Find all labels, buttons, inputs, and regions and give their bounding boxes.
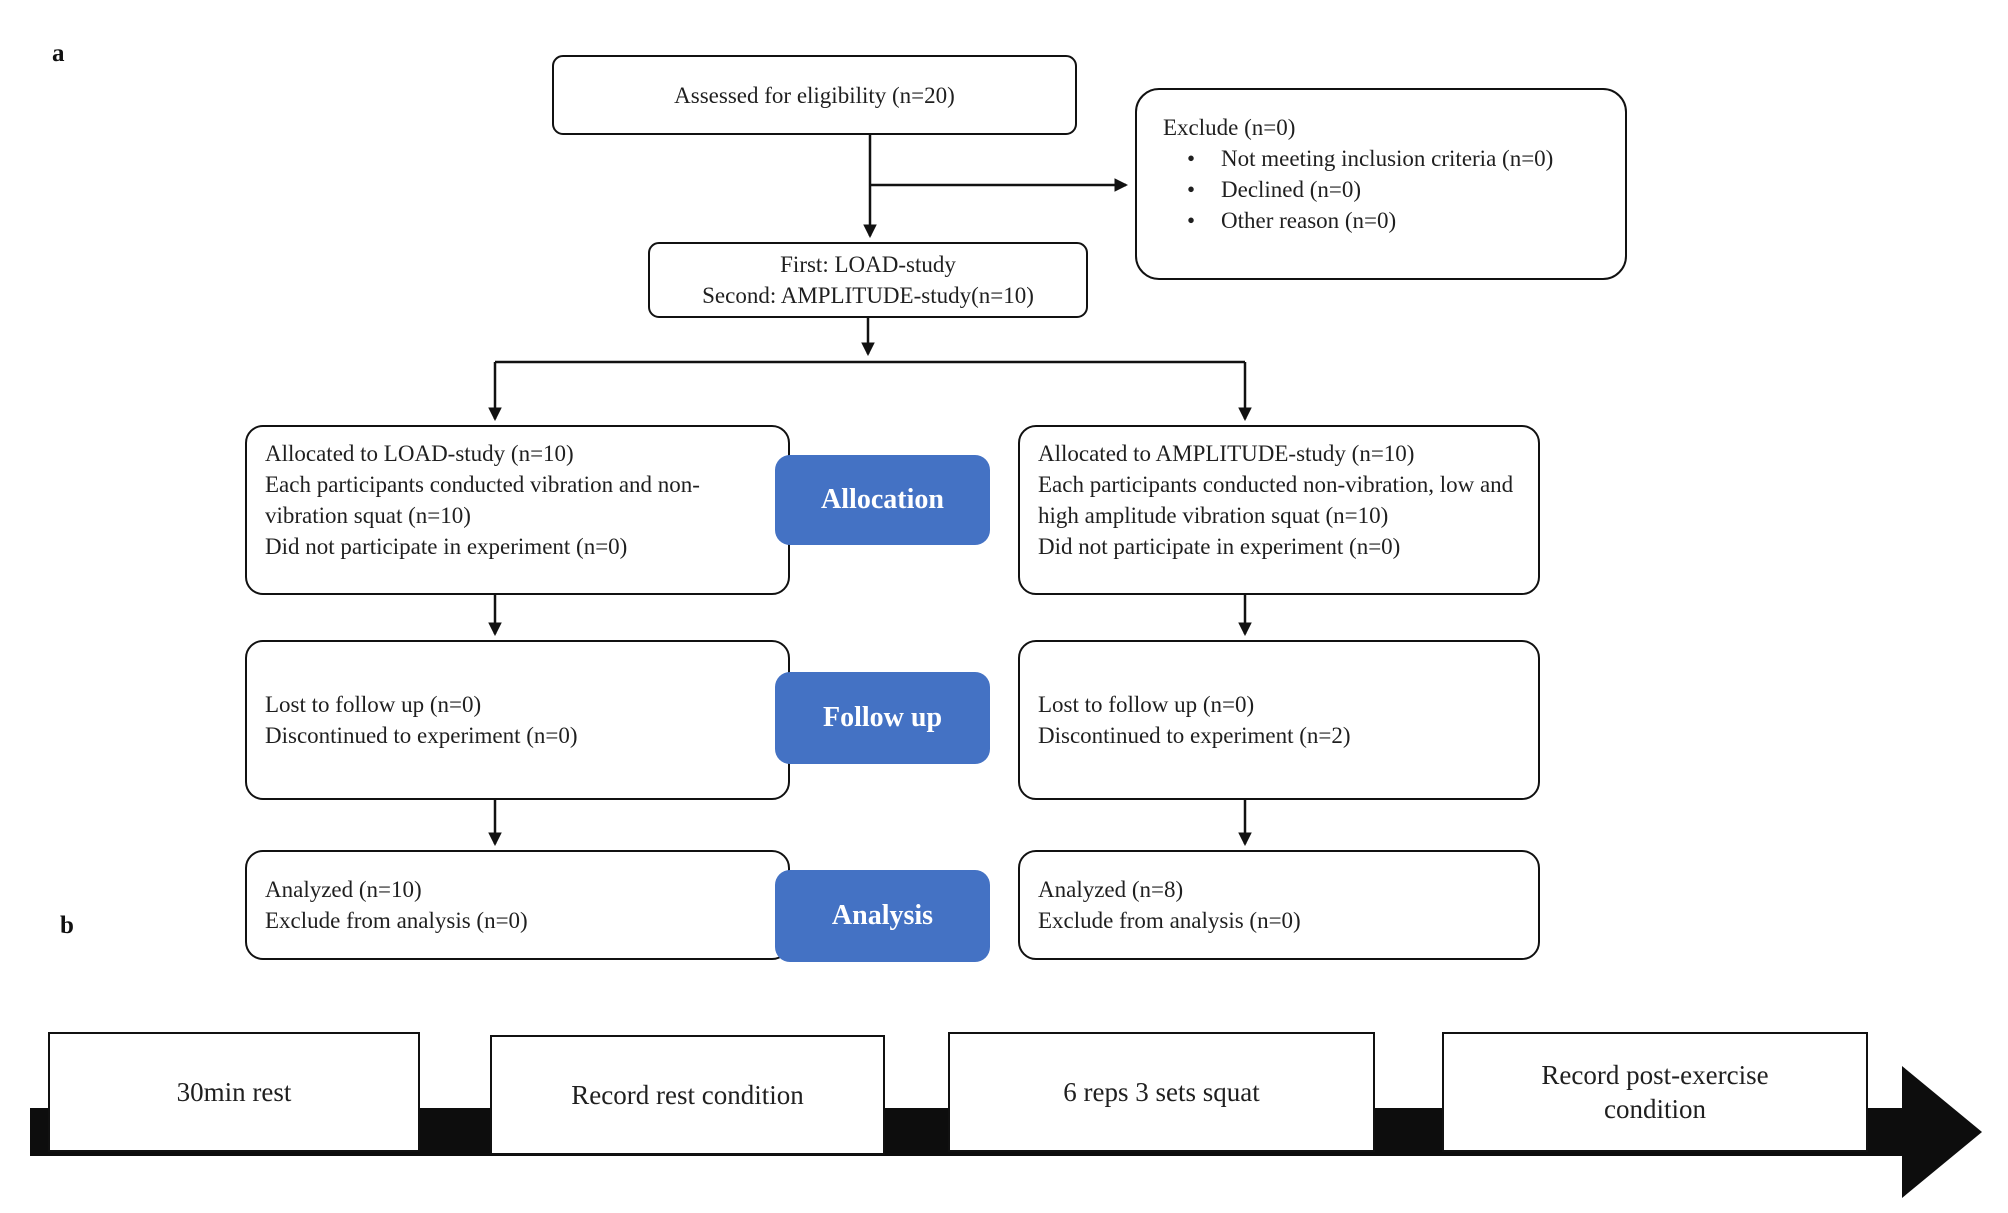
amplitude-allocation-box: Allocated to AMPLITUDE-study (n=10) Each… xyxy=(1018,425,1540,595)
timeline-step-4: Record post-exercise condition xyxy=(1442,1032,1868,1152)
followup-stage-label: Follow up xyxy=(775,672,990,764)
panel-a-label: a xyxy=(52,40,65,67)
load-allocation-line3: Did not participate in experiment (n=0) xyxy=(265,534,628,559)
study-order-line2: Second: AMPLITUDE-study(n=10) xyxy=(702,283,1034,308)
timeline-step-1: 30min rest xyxy=(48,1032,420,1152)
timeline-arrowhead-icon xyxy=(1902,1066,1982,1198)
amplitude-followup-line1: Lost to follow up (n=0) xyxy=(1038,692,1255,717)
timeline-step-3: 6 reps 3 sets squat xyxy=(948,1032,1375,1152)
exclude-bullet-3: • Other reason (n=0) xyxy=(1163,205,1396,236)
load-allocation-box: Allocated to LOAD-study (n=10) Each part… xyxy=(245,425,790,595)
timeline-step-2: Record rest condition xyxy=(490,1035,885,1155)
amplitude-allocation-line2: Each participants conducted non-vibratio… xyxy=(1038,472,1514,528)
exclude-title: Exclude (n=0) xyxy=(1163,115,1296,140)
load-analysis-line2: Exclude from analysis (n=0) xyxy=(265,908,528,933)
bullet-icon: • xyxy=(1187,177,1196,202)
exclude-bullet-1-text: Not meeting inclusion criteria (n=0) xyxy=(1221,146,1554,171)
load-analysis-line1: Analyzed (n=10) xyxy=(265,877,422,902)
bullet-icon: • xyxy=(1187,146,1196,171)
timeline-step-2-text: Record rest condition xyxy=(571,1080,804,1110)
amplitude-analysis-line2: Exclude from analysis (n=0) xyxy=(1038,908,1301,933)
exclude-bullet-3-text: Other reason (n=0) xyxy=(1221,208,1397,233)
load-allocation-line1: Allocated to LOAD-study (n=10) xyxy=(265,441,574,466)
timeline-step-3-text: 6 reps 3 sets squat xyxy=(1063,1077,1260,1107)
amplitude-analysis-box: Analyzed (n=8) Exclude from analysis (n=… xyxy=(1018,850,1540,960)
amplitude-followup-box: Lost to follow up (n=0) Discontinued to … xyxy=(1018,640,1540,800)
analysis-stage-label: Analysis xyxy=(775,870,990,962)
load-allocation-line2: Each participants conducted vibration an… xyxy=(265,472,700,528)
timeline-step-1-text: 30min rest xyxy=(176,1077,292,1107)
exclude-bullet-1: • Not meeting inclusion criteria (n=0) xyxy=(1163,143,1553,174)
load-followup-box: Lost to follow up (n=0) Discontinued to … xyxy=(245,640,790,800)
amplitude-analysis-line1: Analyzed (n=8) xyxy=(1038,877,1184,902)
assessed-eligibility-box: Assessed for eligibility (n=20) xyxy=(552,55,1077,135)
amplitude-followup-line2: Discontinued to experiment (n=2) xyxy=(1038,723,1351,748)
load-followup-line1: Lost to follow up (n=0) xyxy=(265,692,482,717)
allocation-stage-label: Allocation xyxy=(775,455,990,545)
amplitude-allocation-line3: Did not participate in experiment (n=0) xyxy=(1038,534,1401,559)
panel-b-label: b xyxy=(60,912,74,939)
study-order-box: First: LOAD-study Second: AMPLITUDE-stud… xyxy=(648,242,1088,318)
study-order-line1: First: LOAD-study xyxy=(780,252,956,277)
load-followup-line2: Discontinued to experiment (n=0) xyxy=(265,723,578,748)
exclude-box: Exclude (n=0) • Not meeting inclusion cr… xyxy=(1135,88,1627,280)
load-analysis-box: Analyzed (n=10) Exclude from analysis (n… xyxy=(245,850,790,960)
amplitude-allocation-line1: Allocated to AMPLITUDE-study (n=10) xyxy=(1038,441,1415,466)
exclude-bullet-2: • Declined (n=0) xyxy=(1163,174,1361,205)
assessed-eligibility-text: Assessed for eligibility (n=20) xyxy=(674,82,955,108)
exclude-bullet-2-text: Declined (n=0) xyxy=(1221,177,1362,202)
timeline-step-4-text: Record post-exercise condition xyxy=(1541,1060,1769,1124)
bullet-icon: • xyxy=(1187,208,1196,233)
